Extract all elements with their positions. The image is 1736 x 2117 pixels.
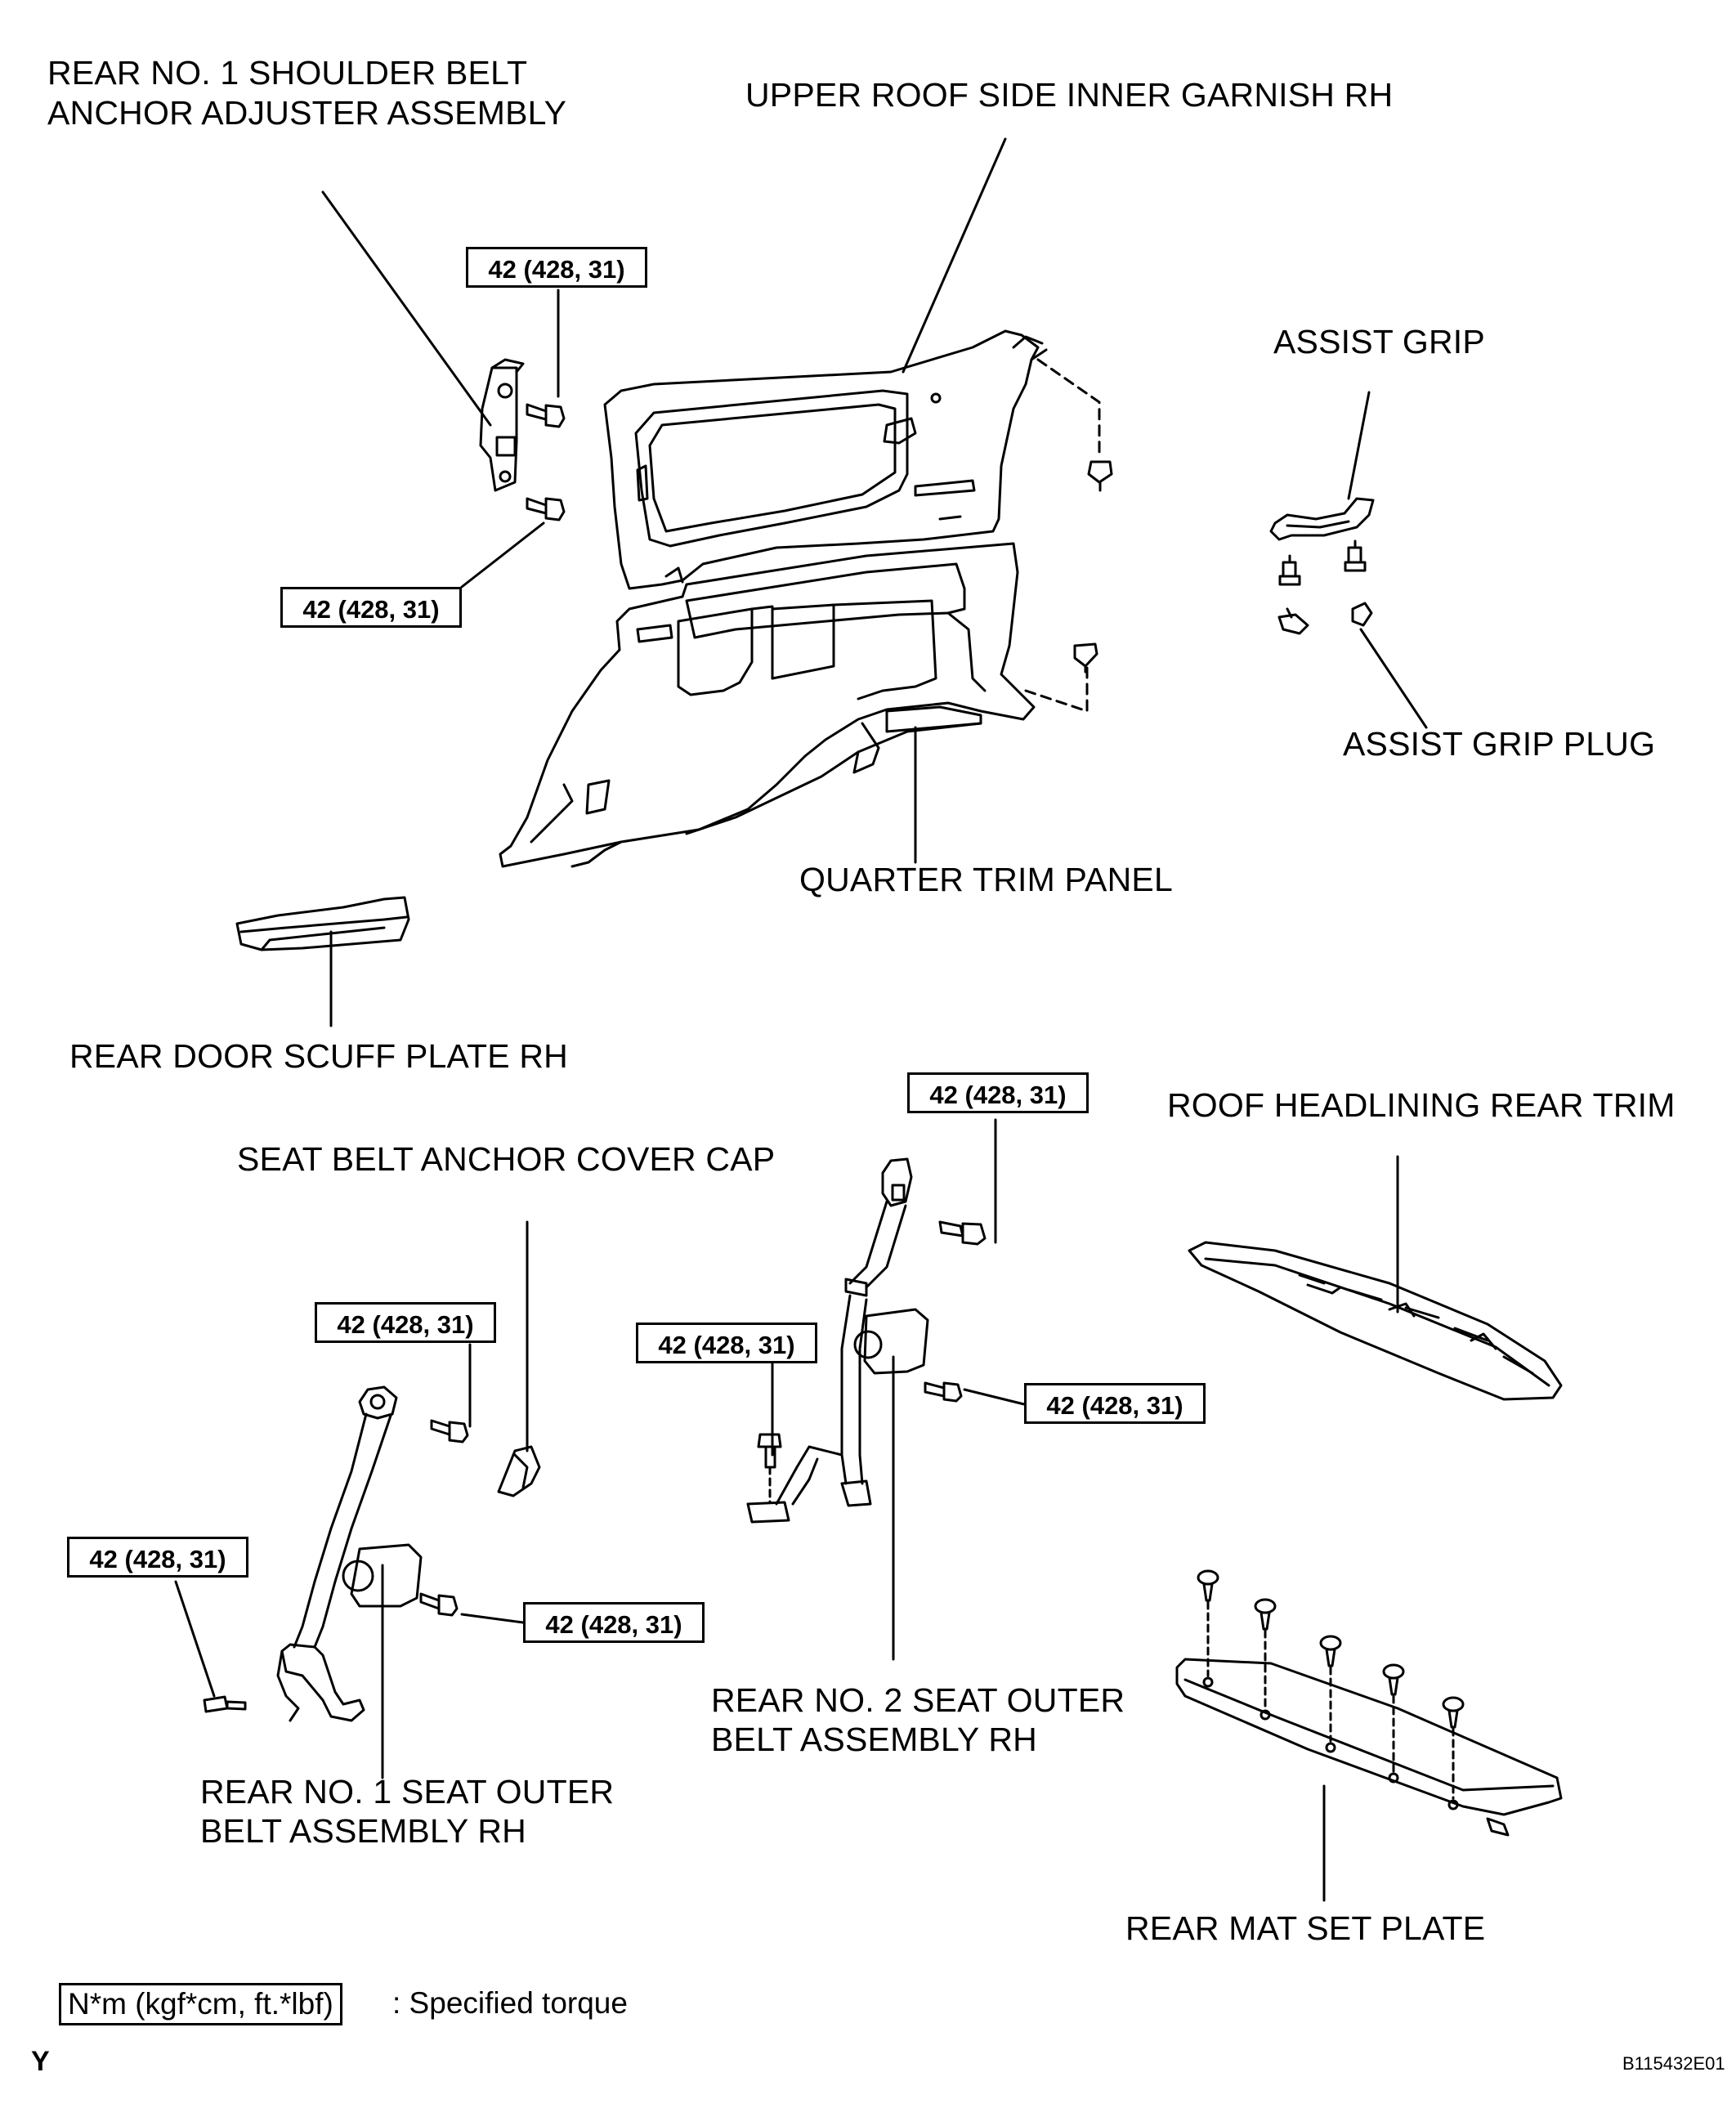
torque-box-no2-top: 42 (428, 31) xyxy=(907,1072,1089,1113)
legend-torque-units-box: N*m (kgf*cm, ft.*lbf) xyxy=(59,1983,342,2025)
label-shoulder-belt-adjuster-line2: ANCHOR ADJUSTER ASSEMBLY xyxy=(47,94,567,132)
label-upper-roof-garnish: UPPER ROOF SIDE INNER GARNISH RH xyxy=(745,76,1394,114)
label-rear-door-scuff-plate: REAR DOOR SCUFF PLATE RH xyxy=(69,1037,568,1075)
figure-code: B115432E01 xyxy=(1622,2053,1725,2074)
label-assist-grip: ASSIST GRIP xyxy=(1273,323,1485,360)
label-rear-no1-seat-belt-line2: BELT ASSEMBLY RH xyxy=(200,1812,526,1850)
rear-mat-set-plate-drawing xyxy=(1175,1569,1563,1837)
corner-mark: Y xyxy=(31,2046,50,2077)
scuff-plate-drawing xyxy=(235,896,410,951)
quarter-trim-panel-drawing xyxy=(499,542,1098,868)
label-quarter-trim-panel: QUARTER TRIM PANEL xyxy=(799,861,1173,898)
shoulder-belt-adjuster-drawing xyxy=(479,358,566,521)
label-seat-belt-anchor-cover-cap: SEAT BELT ANCHOR COVER CAP xyxy=(237,1140,776,1178)
torque-box-no1-left: 42 (428, 31) xyxy=(67,1537,248,1578)
legend-specified-torque: : Specified torque xyxy=(392,1986,628,2020)
no2-seat-belt-drawing xyxy=(746,1157,987,1524)
label-rear-no2-seat-belt-line1: REAR NO. 2 SEAT OUTER xyxy=(711,1681,1125,1719)
torque-box-no1-upper: 42 (428, 31) xyxy=(315,1302,496,1343)
torque-box-no2-right: 42 (428, 31) xyxy=(1024,1383,1206,1424)
label-shoulder-belt-adjuster-line1: REAR NO. 1 SHOULDER BELT xyxy=(47,54,528,92)
upper-roof-garnish-drawing xyxy=(603,329,1113,590)
label-roof-headlining-rear-trim: ROOF HEADLINING REAR TRIM xyxy=(1167,1086,1676,1124)
assist-grip-drawing xyxy=(1269,497,1375,635)
torque-box-no1-right: 42 (428, 31) xyxy=(523,1602,705,1643)
label-rear-no2-seat-belt-line2: BELT ASSEMBLY RH xyxy=(711,1721,1037,1758)
torque-box-no2-left: 42 (428, 31) xyxy=(636,1323,817,1363)
torque-box-adjuster-upper: 42 (428, 31) xyxy=(466,247,647,288)
label-assist-grip-plug: ASSIST GRIP PLUG xyxy=(1343,725,1656,763)
no1-seat-belt-drawing xyxy=(203,1385,469,1722)
label-rear-mat-set-plate: REAR MAT SET PLATE xyxy=(1125,1909,1486,1947)
roof-headlining-trim-drawing xyxy=(1188,1241,1563,1401)
leader-lines xyxy=(174,137,1428,1902)
cover-cap-drawing xyxy=(497,1445,541,1497)
label-rear-no1-seat-belt-line1: REAR NO. 1 SEAT OUTER xyxy=(200,1773,615,1810)
torque-box-adjuster-lower: 42 (428, 31) xyxy=(280,587,462,628)
